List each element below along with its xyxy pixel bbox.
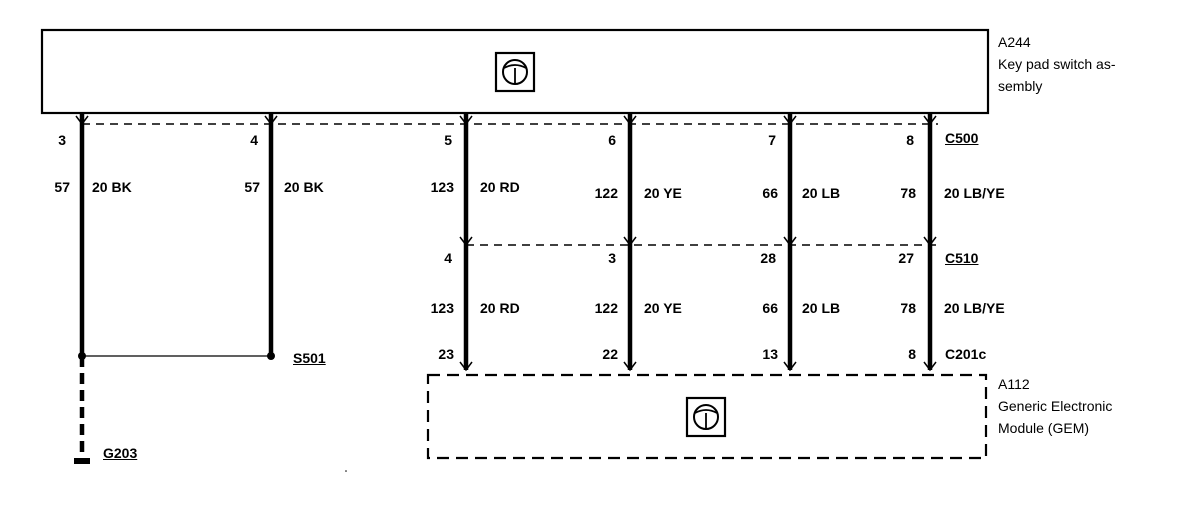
a112-ref-label: A112 [998,376,1030,392]
circuit-122-a: 122 [594,185,618,201]
c500-label: C500 [945,130,979,146]
pin-c500-7: 7 [768,132,776,148]
c201c-label: C201c [945,346,987,362]
circuit-78-a: 78 [900,185,916,201]
pin-c510-3: 3 [608,250,616,266]
pin-c500-6: 6 [608,132,616,148]
pin-c510-28: 28 [760,250,776,266]
pin-c500-3: 3 [58,132,66,148]
color-20lbye-a: 20 LB/YE [944,185,1005,201]
circuit-123-b: 123 [430,300,454,316]
stray-dot [345,470,347,472]
wire-122-ye [623,113,637,372]
pin-c510-4: 4 [444,250,452,266]
a112-name-line1: Generic Electronic [998,398,1113,414]
a112-name-line2: Module (GEM) [998,420,1090,436]
wire-66-lb [783,113,797,372]
a244-name-line1: Key pad switch as- [998,56,1116,72]
ground-icon [74,458,90,464]
circuit-66-b: 66 [762,300,778,316]
circuit-122-b: 122 [594,300,618,316]
pin-c201c-8: 8 [908,346,916,362]
circuit-66-a: 66 [762,185,778,201]
color-20rd-a: 20 RD [480,179,520,195]
a244-module-box [40,28,990,115]
pin-c500-4: 4 [250,132,258,148]
wire-78-lbye [923,113,937,372]
color-20bk-a: 20 BK [92,179,132,195]
a244-switch-icon [494,51,536,93]
pin-c201c-22: 22 [602,346,618,362]
pin-c201c-23: 23 [438,346,454,362]
a112-module-box [426,373,988,460]
g203-label: G203 [103,445,138,461]
a244-ref-label: A244 [998,34,1031,50]
pin-c500-5: 5 [444,132,452,148]
color-20lbye-b: 20 LB/YE [944,300,1005,316]
pin-c500-8: 8 [906,132,914,148]
color-20ye-a: 20 YE [644,185,682,201]
c510-label: C510 [945,250,979,266]
color-20ye-b: 20 YE [644,300,682,316]
pin-c510-27: 27 [898,250,914,266]
circuit-57-a: 57 [54,179,70,195]
color-20bk-b: 20 BK [284,179,324,195]
pin-c201c-13: 13 [762,346,778,362]
a244-name-line2: sembly [998,78,1043,94]
color-20lb-b: 20 LB [802,300,841,316]
wire-57-bk-2 [264,113,278,356]
wire-123-rd [459,113,473,372]
circuit-123-a: 123 [430,179,454,195]
circuit-57-b: 57 [244,179,260,195]
circuit-78-b: 78 [900,300,916,316]
color-20lb-a: 20 LB [802,185,841,201]
s501-label: S501 [293,350,326,366]
splice-s501 [78,352,275,360]
wire-57-bk-1 [75,113,89,458]
color-20rd-b: 20 RD [480,300,520,316]
a112-switch-icon [685,396,727,438]
